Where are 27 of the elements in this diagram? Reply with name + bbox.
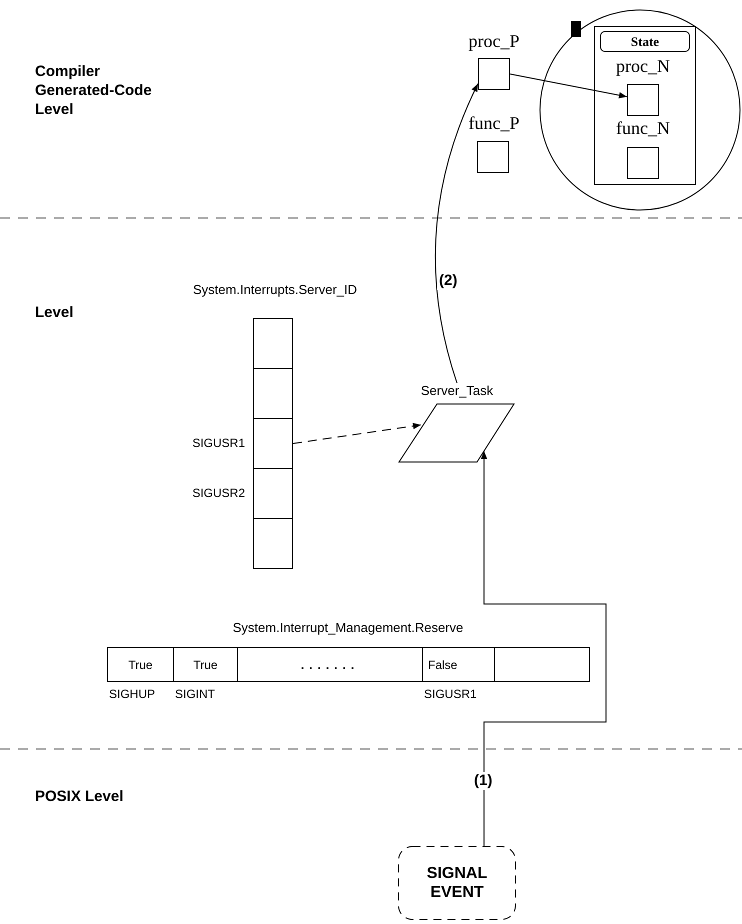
event-label: SIGNAL EVENT <box>426 864 488 902</box>
table-cell: True <box>173 647 238 682</box>
array-title: System.Interrupt_Management.Reserve <box>232 620 464 636</box>
level-label: POSIX Level <box>35 787 124 806</box>
table-cell: ....... <box>237 647 423 682</box>
state-box: State <box>600 31 690 52</box>
edge-label: (2) <box>437 272 460 290</box>
arrow <box>480 450 606 846</box>
level-label: Compiler Generated-Code Level <box>35 62 153 119</box>
table-cell: False <box>422 647 495 682</box>
node-label: func_N <box>615 117 671 139</box>
node-label: proc_N <box>615 55 671 77</box>
table-cell: True <box>107 647 174 682</box>
signal-name: SIGUSR1 <box>424 687 477 701</box>
array-title: System.Interrupts.Server_ID <box>192 282 358 298</box>
node-label: func_P <box>468 112 520 134</box>
signal-name: SIGUSR2 <box>192 486 245 500</box>
arrow <box>434 83 478 384</box>
arrow <box>510 74 628 98</box>
dashed-arrow <box>292 422 422 444</box>
signal-name: SIGINT <box>175 687 216 701</box>
signal-name: SIGHUP <box>109 687 156 701</box>
edge-label: (1) <box>472 772 494 790</box>
node-label: proc_P <box>468 30 520 52</box>
level-label: Level <box>35 303 74 322</box>
node-label: Server_Task <box>420 383 494 399</box>
signal-name: SIGUSR1 <box>192 436 245 450</box>
